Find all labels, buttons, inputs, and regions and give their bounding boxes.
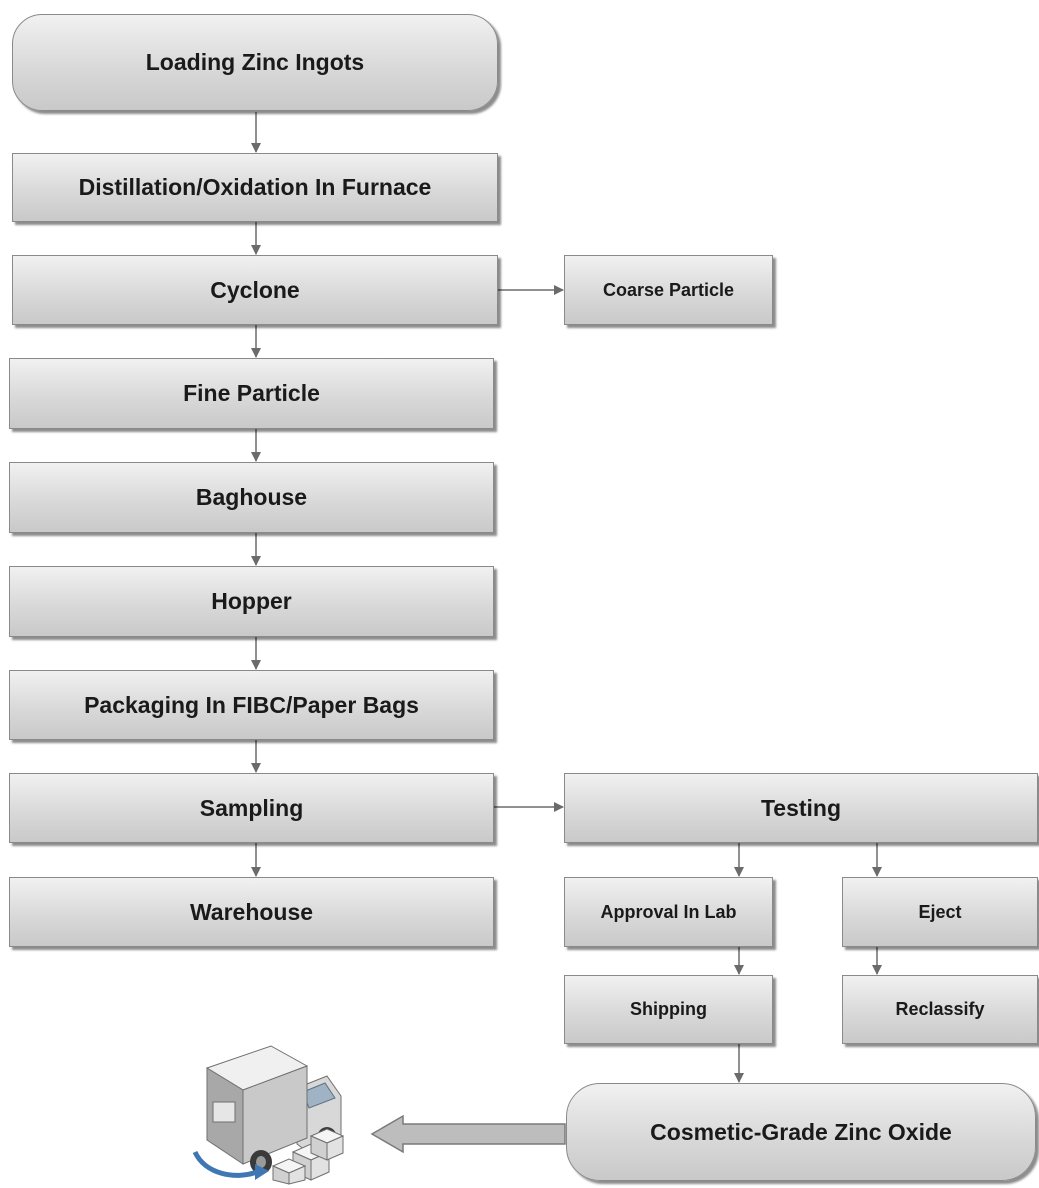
- step-cosmetic-grade-zinc-oxide: Cosmetic-Grade Zinc Oxide: [566, 1083, 1036, 1181]
- delivery-truck-icon: [192, 1045, 345, 1185]
- arrow-final-to-truck: [370, 1114, 566, 1154]
- step-baghouse: Baghouse: [9, 462, 494, 533]
- step-warehouse: Warehouse: [9, 877, 494, 947]
- step-testing: Testing: [564, 773, 1038, 843]
- step-shipping: Shipping: [564, 975, 773, 1044]
- step-eject: Eject: [842, 877, 1038, 947]
- step-approval-in-lab: Approval In Lab: [564, 877, 773, 947]
- step-reclassify: Reclassify: [842, 975, 1038, 1044]
- step-sampling: Sampling: [9, 773, 494, 843]
- step-distillation-oxidation: Distillation/Oxidation In Furnace: [12, 153, 498, 222]
- step-cyclone: Cyclone: [12, 255, 498, 325]
- step-coarse-particle: Coarse Particle: [564, 255, 773, 325]
- step-packaging: Packaging In FIBC/Paper Bags: [9, 670, 494, 740]
- step-fine-particle: Fine Particle: [9, 358, 494, 429]
- step-hopper: Hopper: [9, 566, 494, 637]
- step-loading-zinc-ingots: Loading Zinc Ingots: [12, 14, 498, 111]
